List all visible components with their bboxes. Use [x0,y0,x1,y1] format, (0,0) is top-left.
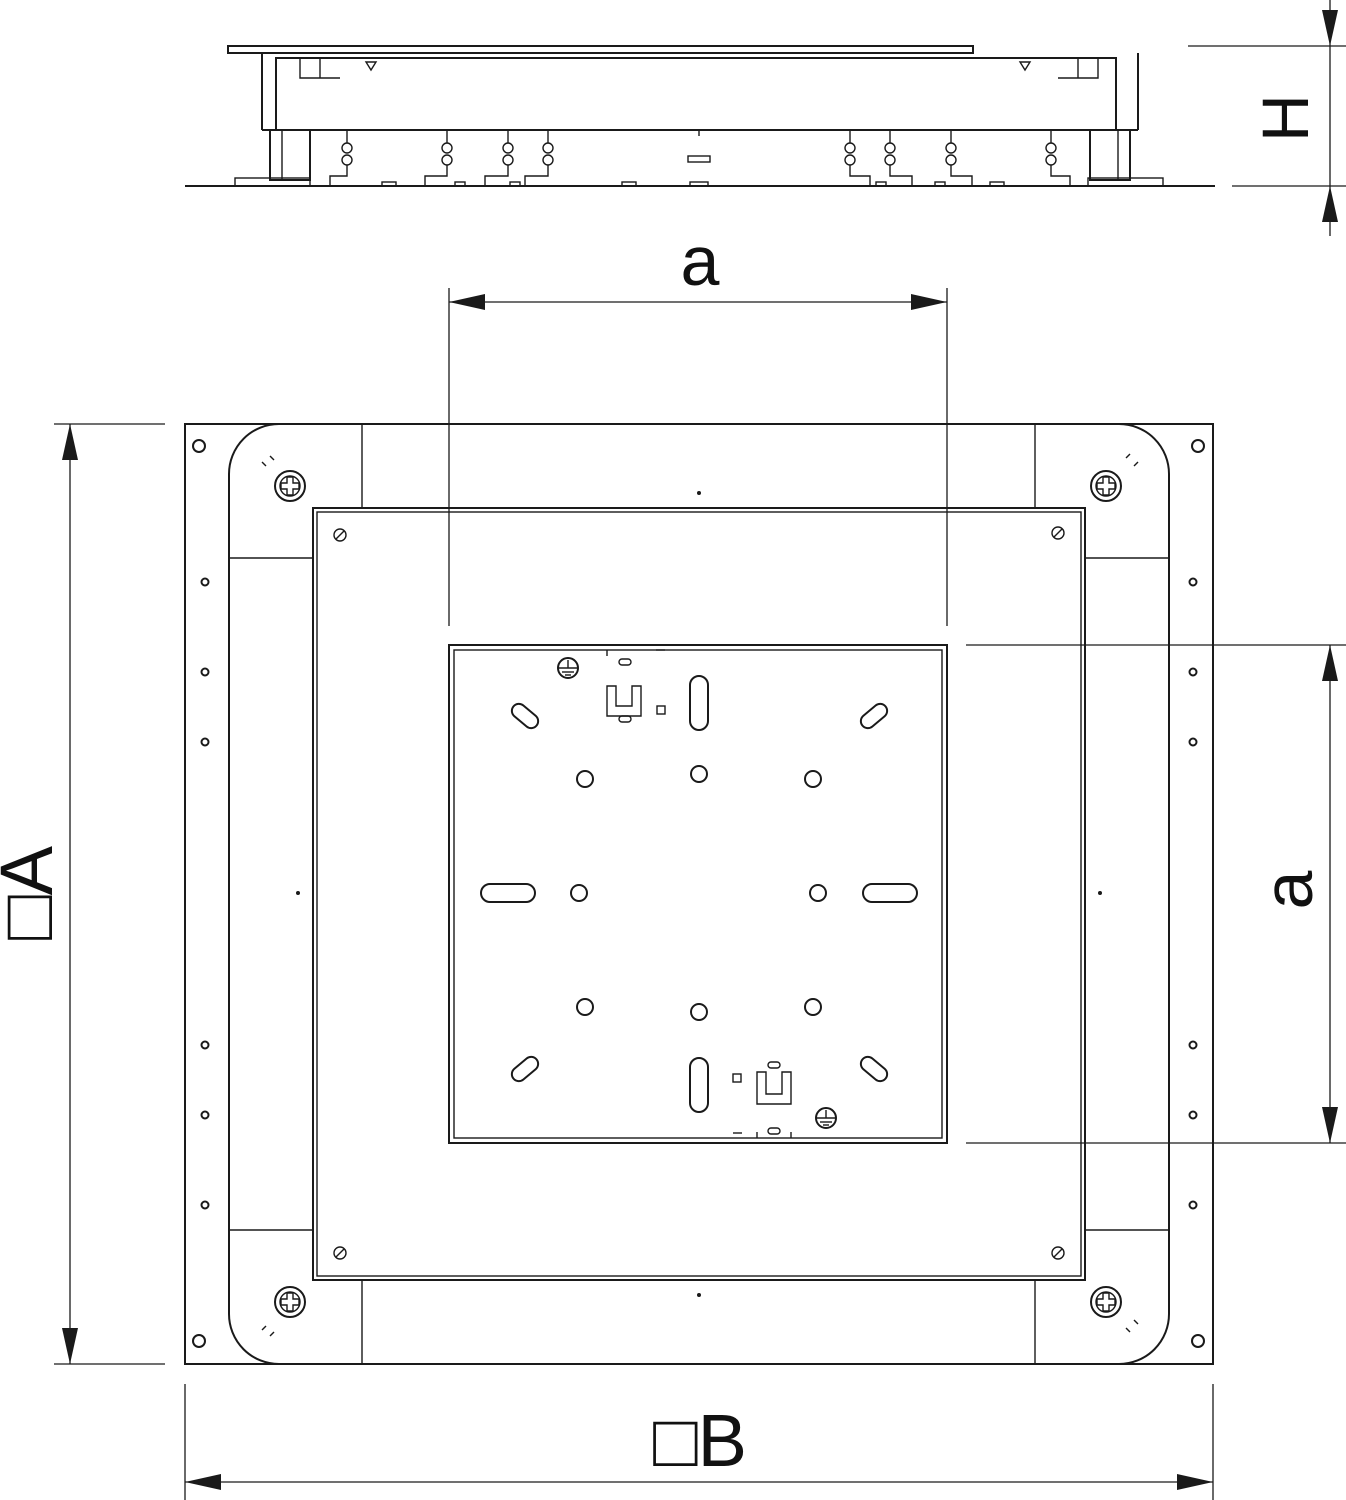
dimension-H: H [1188,0,1346,236]
box-outline [228,423,1170,1365]
dimension-A: □A [0,423,165,1365]
cover-plate [312,507,1086,1281]
dimension-a-right: a [966,644,1346,1144]
dim-a-right-label: a [1249,870,1327,909]
dimension-B: □B [184,1384,1214,1500]
dim-A-label: □A [0,845,68,940]
side-elevation-view [185,45,1215,187]
plan-view [184,423,1214,1365]
dim-a-top-label: a [681,222,720,300]
dim-B-label: □B [653,1399,747,1482]
dimension-a-top: a [448,222,948,626]
dim-H-label: H [1248,94,1322,142]
mounting-plate [448,644,948,1144]
outer-frame [184,423,1214,1365]
